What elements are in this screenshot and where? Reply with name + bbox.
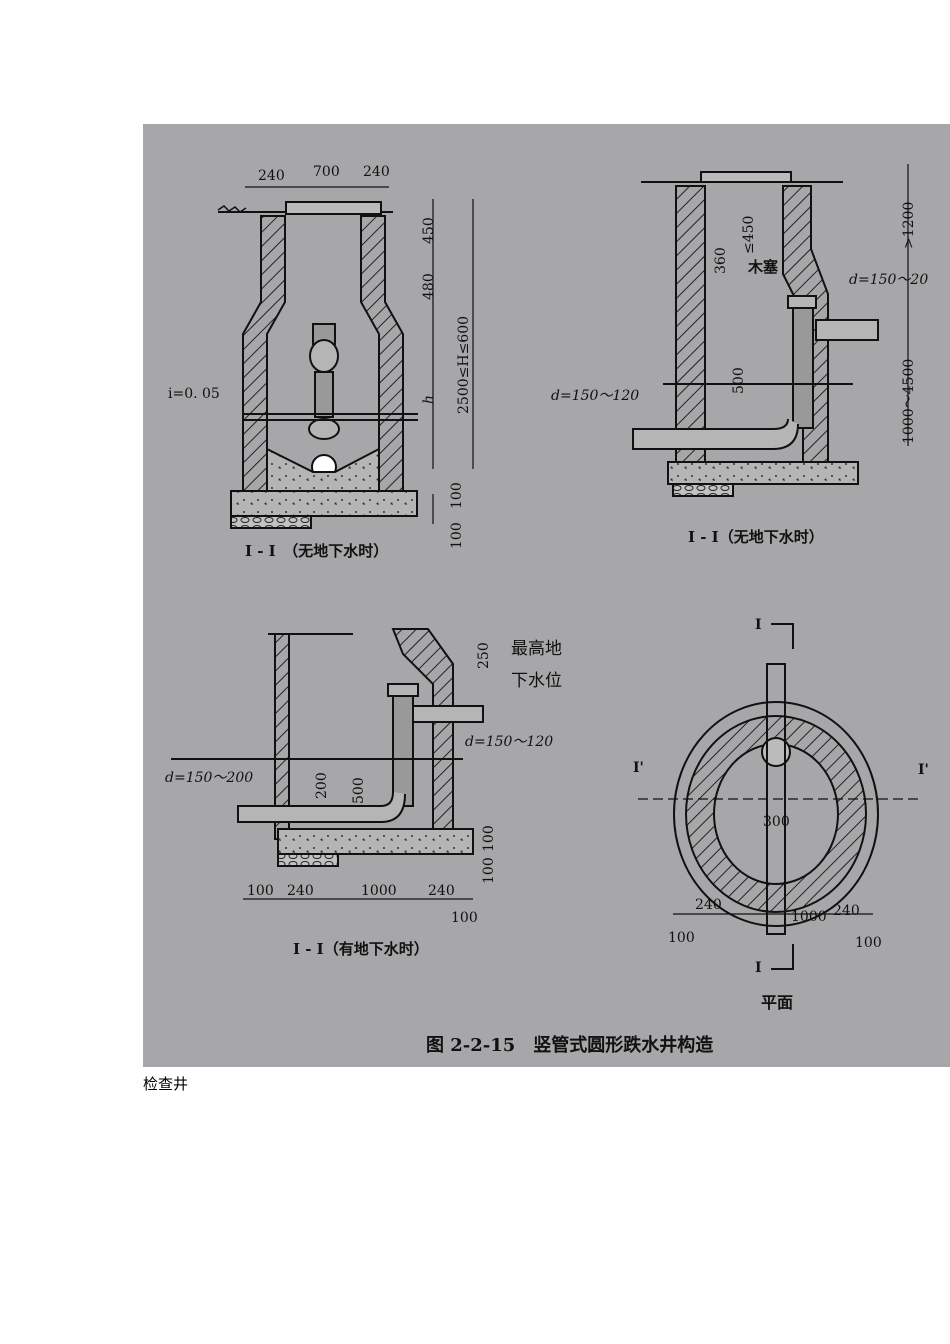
pipe-left-diameter: d=150～120 xyxy=(551,388,639,404)
dim-h: h xyxy=(421,395,437,404)
dim-360: 360 xyxy=(713,247,729,274)
plan-dim-1000: 1000 xyxy=(791,909,827,925)
dim-500: 500 xyxy=(731,367,747,394)
title-top-right: I - I（无地下水时） xyxy=(688,528,824,546)
dim-240-right: 240 xyxy=(363,164,390,180)
figure-caption: 图 2-2-15 竖管式圆形跌水井构造 xyxy=(426,1034,713,1056)
gw-level-line1: 最高地 xyxy=(511,639,562,659)
bdim-100-b: 100 xyxy=(451,910,478,926)
section-top-right xyxy=(632,164,909,497)
below-caption: 检查井 xyxy=(143,1075,189,1093)
section-top-right-labels: ≤450 360 木塞 >1200 d=150～20 500 d=150～120… xyxy=(551,202,928,546)
section-bottom-left-labels: 250 最高地 下水位 d=150～120 d=150～200 200 500 … xyxy=(165,639,562,958)
dim-450: 450 xyxy=(421,217,437,244)
plan-dim-240-a: 240 xyxy=(695,897,722,913)
dim-300: 300 xyxy=(763,814,790,830)
dim-200: 200 xyxy=(314,772,330,799)
pipe-top-diameter-b: d=150～120 xyxy=(465,734,553,750)
section-top-left xyxy=(217,186,474,529)
gw-level-line2: 下水位 xyxy=(511,671,562,691)
section-plan-labels: I I I' I' 300 240 1000 240 100 100 平面 xyxy=(633,617,929,1012)
dim-100-d: 100 xyxy=(481,857,497,884)
dim-500-b: 500 xyxy=(351,777,367,804)
section-bottom-left xyxy=(171,628,484,900)
section-mark-bottom: I xyxy=(755,960,762,976)
title-top-left: I - I （无地下水时） xyxy=(245,542,388,560)
dim-1000-4500: 1000～4500 xyxy=(901,359,917,444)
bdim-1000: 1000 xyxy=(361,883,397,899)
bdim-100-a: 100 xyxy=(247,883,274,899)
title-bottom-left: I - I（有地下水时） xyxy=(293,940,429,958)
plan-dim-100-b: 100 xyxy=(855,935,882,951)
dim-gt1200: >1200 xyxy=(901,202,917,249)
dim-250: 250 xyxy=(476,642,492,669)
plan-dim-240-b: 240 xyxy=(833,903,860,919)
section-top-left-labels: 240 700 240 450 480 h 2500≤H≤600 i=0. 05… xyxy=(168,164,472,560)
slope-label: i=0. 05 xyxy=(168,386,220,402)
section-mark-right: I' xyxy=(918,762,929,778)
pipe-top-diameter: d=150～20 xyxy=(849,272,928,288)
bdim-240-b: 240 xyxy=(428,883,455,899)
dim-le450: ≤450 xyxy=(741,216,757,254)
dim-100-b: 100 xyxy=(449,482,465,509)
section-plan xyxy=(638,623,923,970)
dim-100-c: 100 xyxy=(481,825,497,852)
title-plan: 平面 xyxy=(761,993,793,1012)
dim-480: 480 xyxy=(421,273,437,300)
dim-H-range: 2500≤H≤600 xyxy=(456,316,472,414)
dim-240-left: 240 xyxy=(258,168,285,184)
plan-dim-100-a: 100 xyxy=(668,930,695,946)
section-mark-top: I xyxy=(755,617,762,633)
drop-well-figure: 240 700 240 450 480 h 2500≤H≤600 i=0. 05… xyxy=(143,124,950,1067)
dim-700: 700 xyxy=(313,164,340,180)
section-mark-left: I' xyxy=(633,760,644,776)
dim-100-a: 100 xyxy=(449,522,465,549)
wood-plug-label: 木塞 xyxy=(747,258,779,276)
bdim-240-a: 240 xyxy=(287,883,314,899)
pipe-left-diameter-b: d=150～200 xyxy=(165,770,253,786)
